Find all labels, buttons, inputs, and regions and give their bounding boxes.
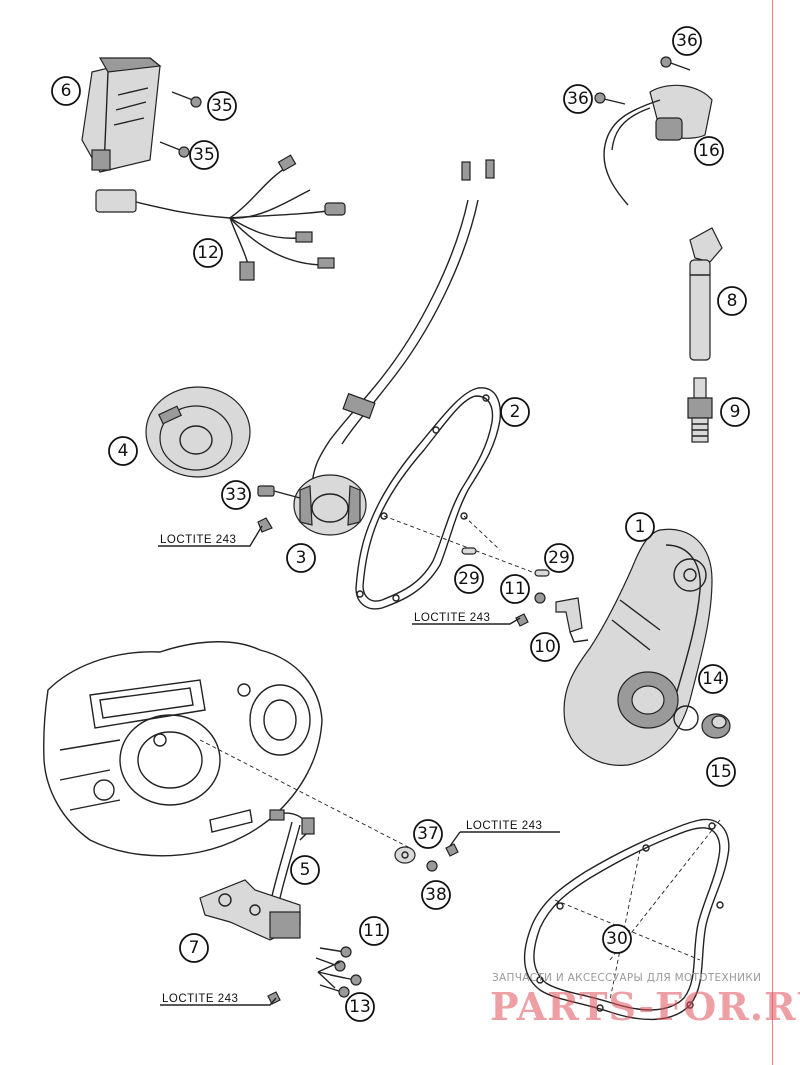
bolt-35-lower [159, 141, 190, 158]
callout-29-right: 29 [544, 543, 574, 573]
stator [293, 474, 367, 536]
ignition-cover-gasket [355, 387, 502, 610]
callout-2-label: 2 [510, 402, 521, 422]
plug-15 [701, 713, 731, 739]
callout-2: 2 [500, 397, 530, 427]
screws-13 [267, 957, 362, 1005]
cable-bracket [555, 597, 589, 643]
bolt-36-lower [594, 92, 626, 105]
callout-35-upper-label: 35 [211, 96, 233, 116]
ignition-coil [603, 84, 713, 206]
o-ring-14 [673, 705, 699, 731]
clutch-cover-gasket [523, 818, 730, 1021]
callout-36-lower: 36 [563, 84, 593, 114]
callout-29-left: 29 [454, 564, 484, 594]
screw-11-lower [319, 946, 352, 958]
callout-5-label: 5 [300, 860, 311, 880]
callout-35-lower: 35 [189, 140, 219, 170]
callout-36-upper: 36 [672, 26, 702, 56]
bolt-36-upper [660, 56, 691, 71]
callout-16: 16 [694, 136, 724, 166]
stator-cable [311, 159, 495, 491]
callout-36-upper-label: 36 [676, 31, 698, 51]
callout-38-label: 38 [425, 885, 447, 905]
callout-5: 5 [290, 855, 320, 885]
dowel-pin-29-a [461, 547, 477, 555]
callout-37: 37 [413, 819, 443, 849]
callout-13: 13 [345, 992, 375, 1022]
loctite-label-37: LOCTITE 243 [466, 820, 542, 832]
loctite-label-stator: LOCTITE 243 [160, 534, 236, 546]
bolt-35-upper [171, 91, 202, 108]
pickup-sensor-mount [199, 879, 301, 941]
callout-30-label: 30 [606, 929, 628, 949]
callout-30: 30 [602, 924, 632, 954]
callout-11-lower: 11 [359, 916, 389, 946]
callout-15-label: 15 [710, 762, 732, 782]
callout-6: 6 [51, 76, 81, 106]
callout-8: 8 [717, 286, 747, 316]
callout-7: 7 [179, 933, 209, 963]
callout-35-upper: 35 [207, 91, 237, 121]
engine-crankcase [43, 641, 323, 857]
callout-14-label: 14 [702, 669, 724, 689]
cdi-unit [81, 57, 162, 173]
callout-29-left-label: 29 [458, 569, 480, 589]
callout-4-label: 4 [118, 441, 129, 461]
screw-38 [426, 860, 438, 872]
wiring-harness [95, 154, 346, 281]
callout-29-right-label: 29 [548, 548, 570, 568]
callout-6-label: 6 [61, 81, 72, 101]
loctite-leaders [158, 525, 560, 1006]
callout-11-lower-label: 11 [363, 921, 385, 941]
callout-9: 9 [720, 397, 750, 427]
callout-4: 4 [108, 436, 138, 466]
callout-3: 3 [286, 543, 316, 573]
callout-36-lower-label: 36 [567, 89, 589, 109]
callout-1-label: 1 [635, 517, 646, 537]
callout-1: 1 [625, 512, 655, 542]
callout-9-label: 9 [730, 402, 741, 422]
screw-33 [257, 485, 301, 533]
dowel-pin-29-b [534, 569, 550, 577]
watermark-logo: PARTS-FOR.RU [490, 984, 800, 1029]
spark-plug [687, 377, 713, 443]
callout-14: 14 [698, 664, 728, 694]
ignition-cover [563, 528, 713, 766]
callout-12-label: 12 [197, 243, 219, 263]
callout-16-label: 16 [698, 141, 720, 161]
callout-13-label: 13 [349, 997, 371, 1017]
loctite-label-bracket: LOCTITE 243 [414, 612, 490, 624]
callout-11-upper-label: 11 [504, 579, 526, 599]
callout-38: 38 [421, 880, 451, 910]
flywheel-rotor [145, 386, 251, 478]
callout-12: 12 [193, 238, 223, 268]
callout-8-label: 8 [727, 291, 738, 311]
callout-10-label: 10 [534, 637, 556, 657]
callout-37-label: 37 [417, 824, 439, 844]
callout-33: 33 [221, 480, 251, 510]
callout-11-upper: 11 [500, 574, 530, 604]
screw-11-upper [515, 592, 546, 627]
watermark-caption: ЗАПЧАСТИ И АКСЕССУАРЫ ДЛЯ МОТОТЕХНИКИ [492, 972, 762, 984]
spark-plug-cap [689, 227, 723, 361]
callout-15: 15 [706, 757, 736, 787]
callout-10: 10 [530, 632, 560, 662]
loctite-label-sensor: LOCTITE 243 [162, 993, 238, 1005]
callout-35-lower-label: 35 [193, 145, 215, 165]
callout-7-label: 7 [189, 938, 200, 958]
callout-3-label: 3 [296, 548, 307, 568]
margin-rule [772, 0, 773, 1065]
callout-33-label: 33 [225, 485, 247, 505]
washer-37 [394, 843, 459, 864]
